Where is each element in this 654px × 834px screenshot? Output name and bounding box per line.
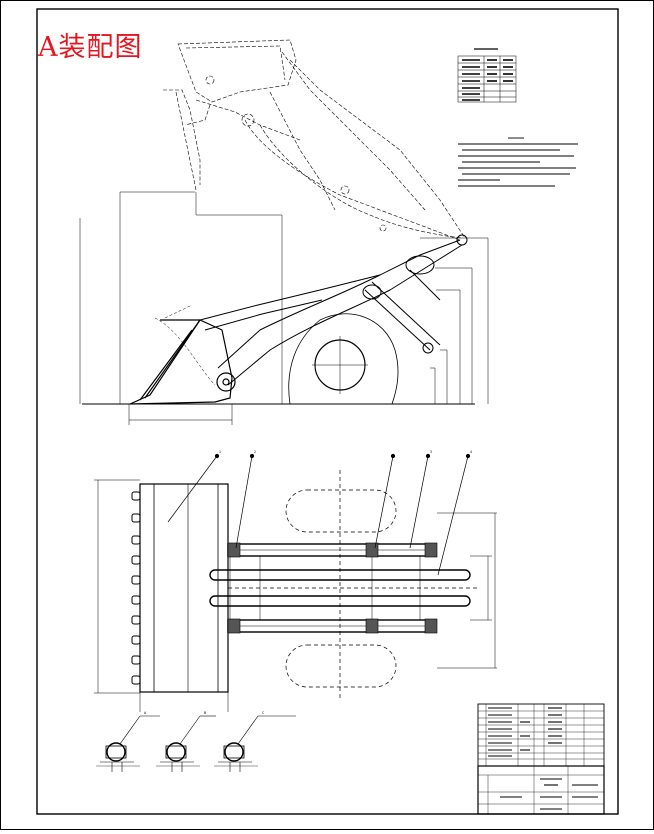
- balloon-labels: 1 2 3 4 A B C: [144, 450, 472, 715]
- inner-frame: [36, 8, 619, 815]
- balloon-2: 2: [254, 450, 256, 454]
- balloon-3: 3: [430, 450, 432, 454]
- elevation-view: [79, 39, 489, 425]
- section-label-b: B: [204, 711, 206, 715]
- balloon-4: 4: [470, 450, 472, 454]
- section-label-a: A: [144, 711, 147, 715]
- plan-view: [94, 453, 497, 712]
- balloon-1: 1: [219, 450, 221, 454]
- section-details: [96, 715, 296, 772]
- section-detail-3: [214, 715, 296, 772]
- section-detail-2: [156, 715, 216, 772]
- technical-notes: [458, 137, 578, 187]
- parameter-table: [457, 48, 517, 103]
- title-block: [477, 703, 605, 815]
- section-label-c: C: [262, 711, 265, 715]
- section-detail-1: [96, 715, 160, 772]
- drawing-title: A装配图: [38, 32, 143, 63]
